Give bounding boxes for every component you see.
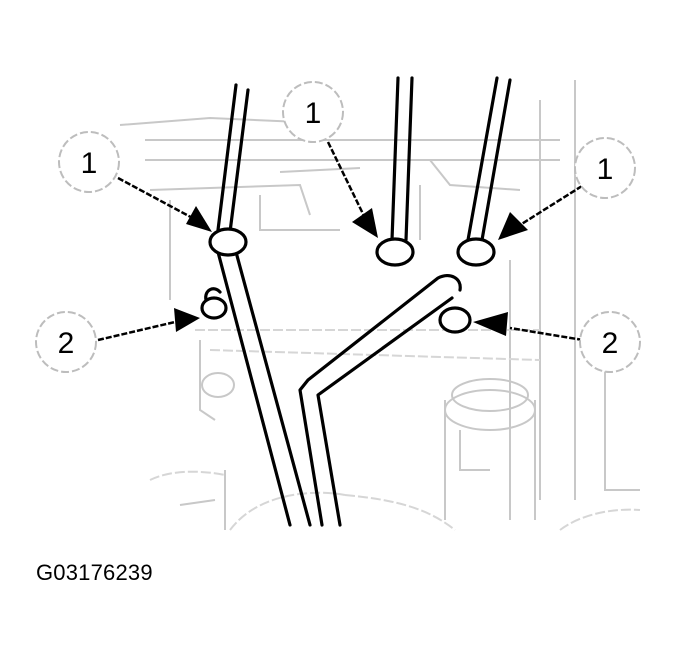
svg-text:1: 1 <box>81 147 98 180</box>
callout-1-center: 1 <box>282 81 344 143</box>
component-background <box>119 80 641 531</box>
svg-text:1: 1 <box>305 97 322 130</box>
svg-text:2: 2 <box>602 327 619 360</box>
leaders <box>97 141 584 342</box>
callouts: 1 1 1 2 2 <box>35 81 641 373</box>
brake-pipes <box>204 76 512 527</box>
figure-id-label: G03176239 <box>36 560 153 585</box>
svg-text:1: 1 <box>597 153 614 186</box>
callout-1-left: 1 <box>58 131 120 193</box>
svg-text:2: 2 <box>58 327 75 360</box>
callout-1-right: 1 <box>574 137 636 199</box>
fitting-right <box>456 237 496 267</box>
fitting-center <box>375 237 415 267</box>
fittings <box>200 227 496 334</box>
callout-2-left: 2 <box>35 311 97 373</box>
lower-fitting-right <box>438 306 472 334</box>
brake-line-diagram: 1 1 1 2 2 <box>35 76 641 531</box>
callout-2-right: 2 <box>579 311 641 373</box>
lower-fitting-left <box>200 296 228 320</box>
fitting-left <box>208 227 248 257</box>
